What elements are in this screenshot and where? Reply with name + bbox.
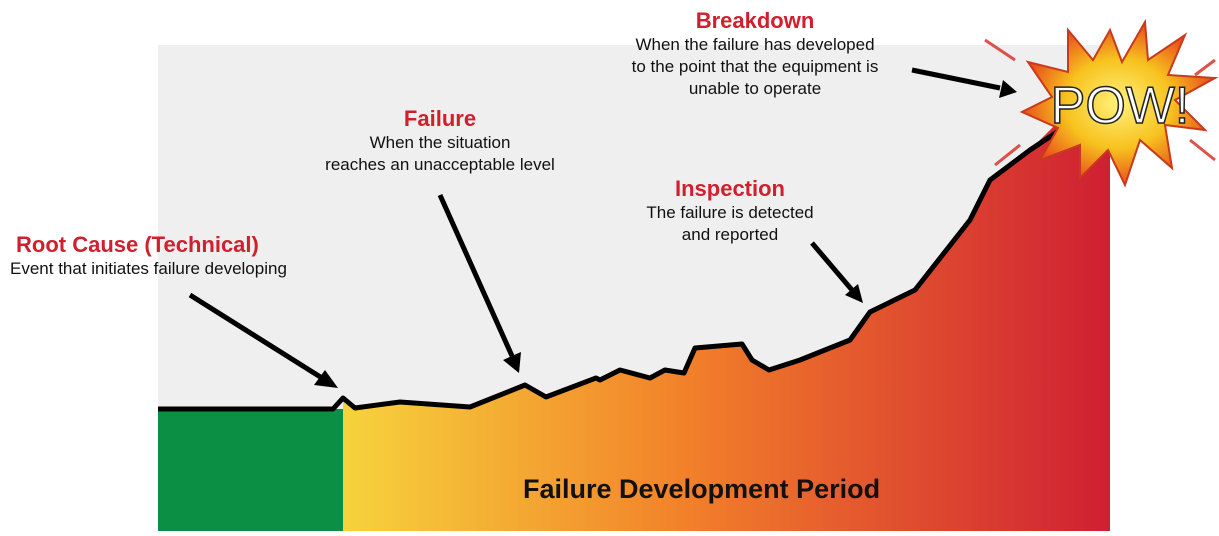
inspection-arrow: [810, 241, 863, 303]
root-cause-desc: Event that initiates failure developing: [10, 259, 287, 278]
breakdown-title: Breakdown: [695, 8, 815, 33]
inspection-label: Inspection The failure is detected and r…: [600, 176, 860, 246]
breakdown-desc-3: unable to operate: [688, 79, 822, 98]
failure-desc-1: When the situation: [369, 133, 511, 152]
pow-burst-icon: POW!: [984, 18, 1219, 188]
stable-region: [158, 409, 344, 531]
period-label: Failure Development Period: [523, 474, 881, 504]
inspection-desc-1: The failure is detected: [646, 203, 814, 222]
breakdown-desc-2: to the point that the equipment is: [631, 57, 879, 76]
failure-arrow: [437, 193, 521, 373]
breakdown-label: Breakdown When the failure has developed…: [590, 8, 920, 100]
inspection-title: Inspection: [674, 176, 785, 201]
breakdown-arrow: [911, 67, 1017, 98]
failure-curve: [158, 127, 1062, 412]
breakdown-desc-1: When the failure has developed: [635, 35, 875, 54]
failure-desc-2: reaches an unacceptable level: [325, 155, 555, 174]
failure-label: Failure When the situation reaches an un…: [280, 106, 600, 176]
inspection-desc-2: and reported: [681, 225, 779, 244]
root-cause-label: Root Cause (Technical) Event that initia…: [10, 232, 287, 280]
pow-text: POW!: [1051, 77, 1190, 135]
failure-area: [343, 100, 1110, 531]
failure-title: Failure: [403, 106, 477, 131]
root-cause-title: Root Cause (Technical): [16, 232, 259, 257]
root-cause-arrow: [188, 292, 338, 388]
